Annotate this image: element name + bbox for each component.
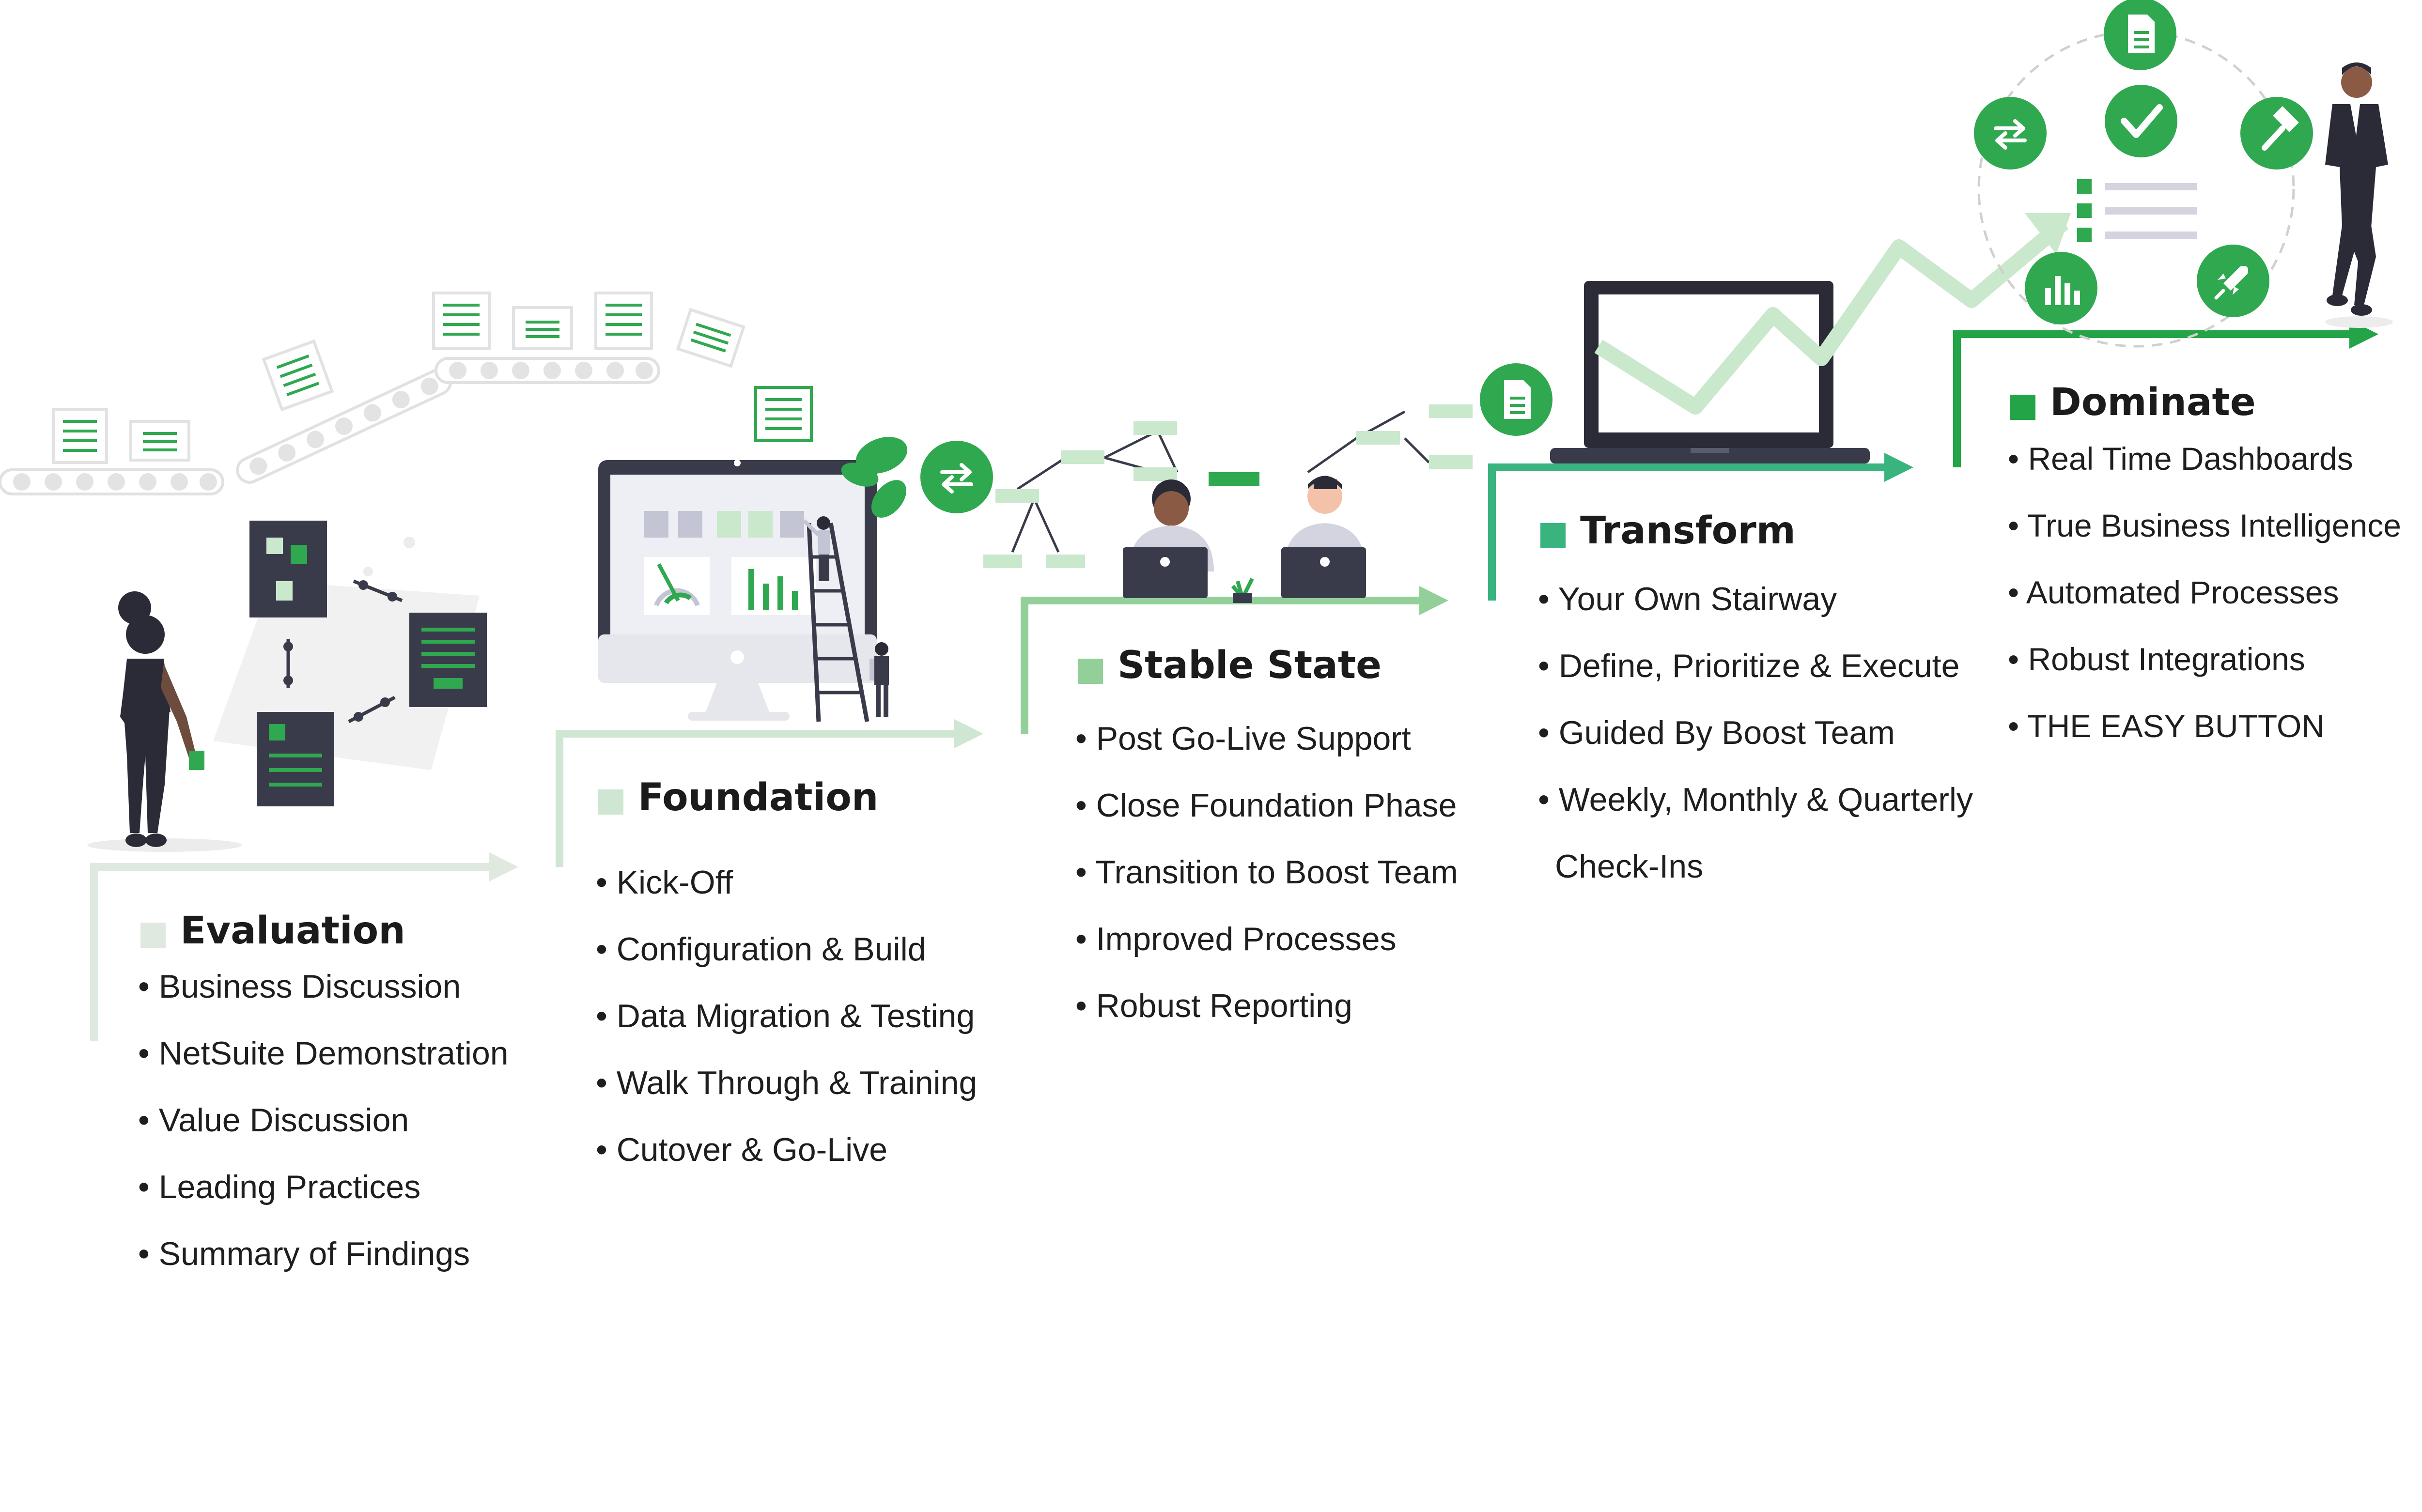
list-item: • Post Go-Live Support	[1075, 720, 1411, 757]
stage-marker	[598, 789, 623, 815]
list-item: • Your Own Stairway	[1538, 581, 1837, 617]
step-stable-state	[1021, 586, 1448, 734]
businessman-illustration	[2325, 62, 2393, 328]
stage-items: • Post Go-Live Support • Close Foundatio…	[1075, 720, 1458, 1024]
bar-chart-icon	[2025, 252, 2097, 324]
list-item: • Kick-Off	[596, 864, 733, 901]
list-item: • Real Time Dashboards	[2008, 441, 2353, 477]
list-item: • Value Discussion	[138, 1102, 409, 1139]
stage-evaluation: Evaluation • Business Discussion • NetSu…	[138, 909, 509, 1272]
check-icon	[2105, 85, 2177, 157]
list-item: • Robust Integrations	[2008, 641, 2305, 677]
stage-marker	[140, 923, 166, 948]
list-item: • Robust Reporting	[1075, 987, 1352, 1024]
stage-title: Foundation	[638, 776, 878, 819]
list-item: • NetSuite Demonstration	[138, 1035, 509, 1072]
stage-items: • Kick-Off • Configuration & Build • Dat…	[596, 864, 977, 1168]
process-cycle-illustration	[1977, 30, 2295, 348]
list-item: • Leading Practices	[138, 1169, 420, 1205]
document-icon	[1480, 363, 1553, 436]
stage-title: Transform	[1580, 509, 1796, 553]
list-item: • True Business Intelligence	[2008, 508, 2401, 543]
list-item: • Improved Processes	[1075, 921, 1397, 957]
list-item: • THE EASY BUTTON	[2008, 708, 2325, 744]
step-evaluation	[90, 852, 518, 1041]
monitor-dashboard-illustration	[598, 460, 877, 721]
stage-title: Dominate	[2050, 381, 2256, 424]
stage-marker	[2010, 395, 2035, 420]
list-item: • Weekly, Monthly & Quarterly	[1538, 781, 1973, 818]
stage-title: Stable State	[1118, 644, 1382, 687]
list-item: • Configuration & Build	[596, 931, 926, 968]
list-item: • Business Discussion	[138, 968, 461, 1005]
refresh-icon	[920, 441, 993, 513]
stage-foundation: Foundation • Kick-Off • Configuration & …	[596, 776, 977, 1168]
step-foundation	[556, 719, 983, 867]
stairway-steps	[90, 320, 2378, 1041]
list-item: • Define, Prioritize & Execute	[1538, 648, 1959, 684]
list-item-continuation: Check-Ins	[1555, 848, 1703, 885]
hammer-icon	[2240, 97, 2313, 170]
team-laptops-illustration	[1123, 476, 1366, 603]
stage-stable-state: Stable State • Post Go-Live Support • Cl…	[1075, 644, 1458, 1024]
leaves-illustration	[841, 437, 908, 518]
laptop-chart-illustration	[1550, 213, 2071, 463]
list-item: • Automated Processes	[2008, 574, 2339, 610]
stage-title: Evaluation	[180, 909, 405, 953]
stage-marker	[1078, 659, 1103, 684]
list-item: • Data Migration & Testing	[596, 998, 975, 1034]
list-item: • Transition to Boost Team	[1075, 854, 1458, 891]
stage-transform: Transform • Your Own Stairway • Define, …	[1538, 509, 1973, 885]
floating-document-illustration	[754, 386, 813, 442]
list-item: • Cutover & Go-Live	[596, 1131, 887, 1168]
rocket-icon	[2197, 245, 2269, 317]
network-tree-illustration	[983, 404, 1473, 568]
stage-items: • Real Time Dashboards • True Business I…	[2008, 441, 2401, 744]
step-transform	[1488, 453, 1913, 601]
list-item: • Summary of Findings	[138, 1235, 470, 1272]
list-item: • Close Foundation Phase	[1075, 787, 1457, 824]
list-item: • Guided By Boost Team	[1538, 714, 1895, 751]
conveyor-documents-illustration	[0, 292, 745, 495]
refresh-icon	[1974, 97, 2047, 170]
document-icon	[2104, 0, 2176, 70]
ladder-worker-illustration	[803, 516, 889, 722]
evaluation-board-illustration	[213, 521, 487, 806]
stage-dominate: Dominate • Real Time Dashboards • True B…	[2008, 381, 2401, 744]
stage-items: • Your Own Stairway • Define, Prioritize…	[1538, 581, 1973, 885]
list-item: • Walk Through & Training	[596, 1065, 977, 1101]
woman-person-illustration	[87, 591, 242, 852]
stage-marker	[1540, 523, 1566, 548]
stage-items: • Business Discussion • NetSuite Demonst…	[138, 968, 509, 1272]
